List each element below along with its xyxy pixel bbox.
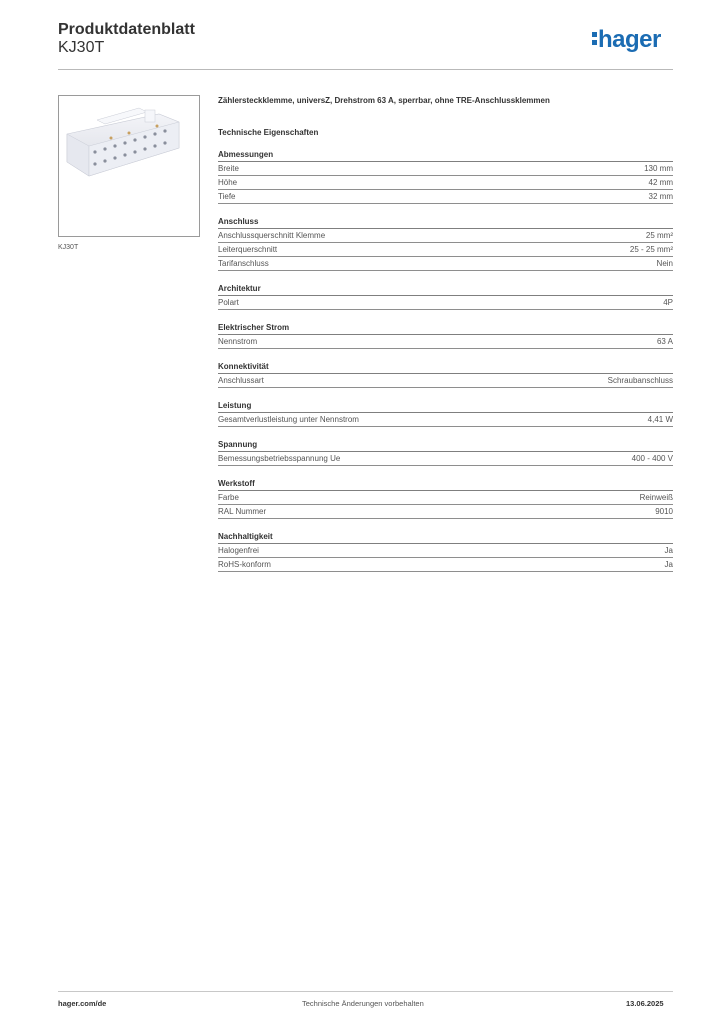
property-row: RoHS-konform Ja [218,558,673,572]
product-description: Zählersteckklemme, universZ, Drehstrom 6… [218,96,550,105]
property-label: Anschlussquerschnitt Klemme [218,231,326,240]
footer-notice: Technische Änderungen vorbehalten [302,999,424,1008]
property-label: Bemessungsbetriebsspannung Ue [218,454,341,463]
footer-website: hager.com/de [58,999,107,1008]
property-label: Gesamtverlustleistung unter Nennstrom [218,415,359,424]
property-label: Tarifanschluss [218,259,269,268]
property-row: Anschlussquerschnitt Klemme 25 mm² [218,229,673,243]
property-value: Nein [656,259,673,268]
section-title: Konnektivität [218,361,673,374]
section-title: Spannung [218,439,673,452]
property-value: 4P [663,298,673,307]
hager-logo: hager [592,28,661,52]
property-label: Polart [218,298,239,307]
property-value: 130 mm [644,164,673,173]
document-title: Produktdatenblatt [58,21,195,38]
property-row: Tarifanschluss Nein [218,257,673,271]
property-row: Anschlussart Schraubanschluss [218,374,673,388]
product-image [58,95,200,237]
property-value: 400 - 400 V [631,454,673,463]
footer-date: 13.06.2025 [626,999,664,1008]
section-title: Anschluss [218,216,673,229]
property-row: Halogenfrei Ja [218,544,673,558]
property-label: Tiefe [218,192,236,201]
section-title: Werkstoff [218,478,673,491]
property-row: Polart 4P [218,296,673,310]
section-title: Leistung [218,400,673,413]
property-value: 9010 [655,507,673,516]
property-row: Leiterquerschnitt 25 - 25 mm² [218,243,673,257]
product-code: KJ30T [58,39,105,56]
property-value: Schraubanschluss [607,376,673,385]
property-row: Breite 130 mm [218,162,673,176]
section-title: Architektur [218,283,673,296]
property-label: Breite [218,164,239,173]
property-value: Reinweiß [639,493,673,502]
property-label: Nennstrom [218,337,258,346]
property-row: RAL Nummer 9010 [218,505,673,519]
section-title: Elektrischer Strom [218,322,673,335]
logo-dots-icon [592,32,597,46]
technical-properties-heading: Technische Eigenschaften [218,128,319,137]
logo-text: hager [598,26,661,53]
property-value: 63 A [656,337,673,346]
property-row: Gesamtverlustleistung unter Nennstrom 4,4… [218,413,673,427]
property-label: Farbe [218,493,239,502]
property-label: RAL Nummer [218,507,267,516]
property-row: Höhe 42 mm [218,176,673,190]
property-row: Farbe Reinweiß [218,491,673,505]
image-caption: KJ30T [58,244,79,251]
property-label: RoHS-konform [218,560,271,569]
section-title: Nachhaltigkeit [218,531,673,544]
property-value: Ja [664,560,673,569]
footer-divider [58,991,673,992]
property-label: Halogenfrei [218,546,259,555]
property-value: 25 - 25 mm² [629,245,673,254]
property-row: Nennstrom 63 A [218,335,673,349]
property-label: Anschlussart [218,376,264,385]
terminal-block-illustration [66,107,180,177]
property-value: 4,41 W [647,415,673,424]
property-value: Ja [664,546,673,555]
property-value: 42 mm [648,178,673,187]
property-row: Bemessungsbetriebsspannung Ue 400 - 400 V [218,452,673,466]
property-value: 32 mm [648,192,673,201]
header-divider [58,69,673,70]
property-row: Tiefe 32 mm [218,190,673,204]
section-title: Abmessungen [218,149,673,162]
product-details: Zählersteckklemme, universZ, Drehstrom 6… [218,96,673,584]
property-value: 25 mm² [645,231,673,240]
property-label: Leiterquerschnitt [218,245,278,254]
property-label: Höhe [218,178,238,187]
